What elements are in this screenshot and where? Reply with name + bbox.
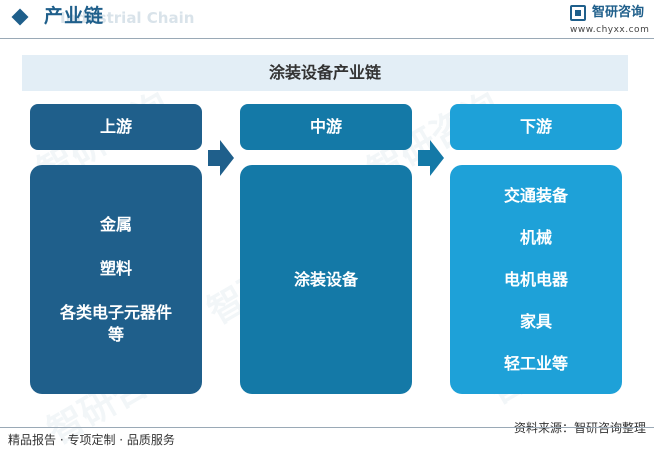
midstream-box: 涂装设备 (240, 165, 412, 394)
arrow-right-icon (418, 140, 444, 176)
upstream-item: 金属 (99, 214, 132, 234)
downstream-item: 机械 (519, 227, 552, 247)
header: Industrial Chain 产业链 智研咨询 www.chyxx.com (0, 0, 654, 39)
midstream-header: 中游 (240, 104, 412, 150)
downstream-box: 交通装备 机械 电机电器 家具 轻工业等 (450, 165, 622, 394)
midstream-item: 涂装设备 (293, 269, 358, 289)
arrow-right-icon (208, 140, 234, 176)
downstream-item: 交通装备 (503, 185, 568, 205)
logo-name: 智研咨询 (592, 5, 645, 20)
logo-icon (570, 5, 586, 21)
source-note: 资料来源：智研咨询整理 (513, 421, 646, 435)
diamond-icon (11, 8, 29, 26)
logo-url: www.chyxx.com (570, 25, 650, 35)
footer-divider (0, 427, 654, 428)
upstream-item: 各类电子元器件 等 (59, 302, 172, 344)
page-title: 产业链 (44, 5, 105, 27)
downstream-item: 轻工业等 (503, 353, 568, 373)
downstream-item: 电机电器 (503, 269, 568, 289)
upstream-box: 金属 塑料 各类电子元器件 等 (30, 165, 202, 394)
chain-title: 涂装设备产业链 (22, 55, 628, 91)
upstream-header: 上游 (30, 104, 202, 150)
brand-logo: 智研咨询 www.chyxx.com (570, 4, 650, 35)
upstream-item: 塑料 (99, 258, 132, 278)
downstream-item: 家具 (519, 311, 552, 331)
downstream-header: 下游 (450, 104, 622, 150)
header-divider (0, 38, 654, 39)
footer-services: 精品报告 · 专项定制 · 品质服务 (8, 433, 175, 447)
